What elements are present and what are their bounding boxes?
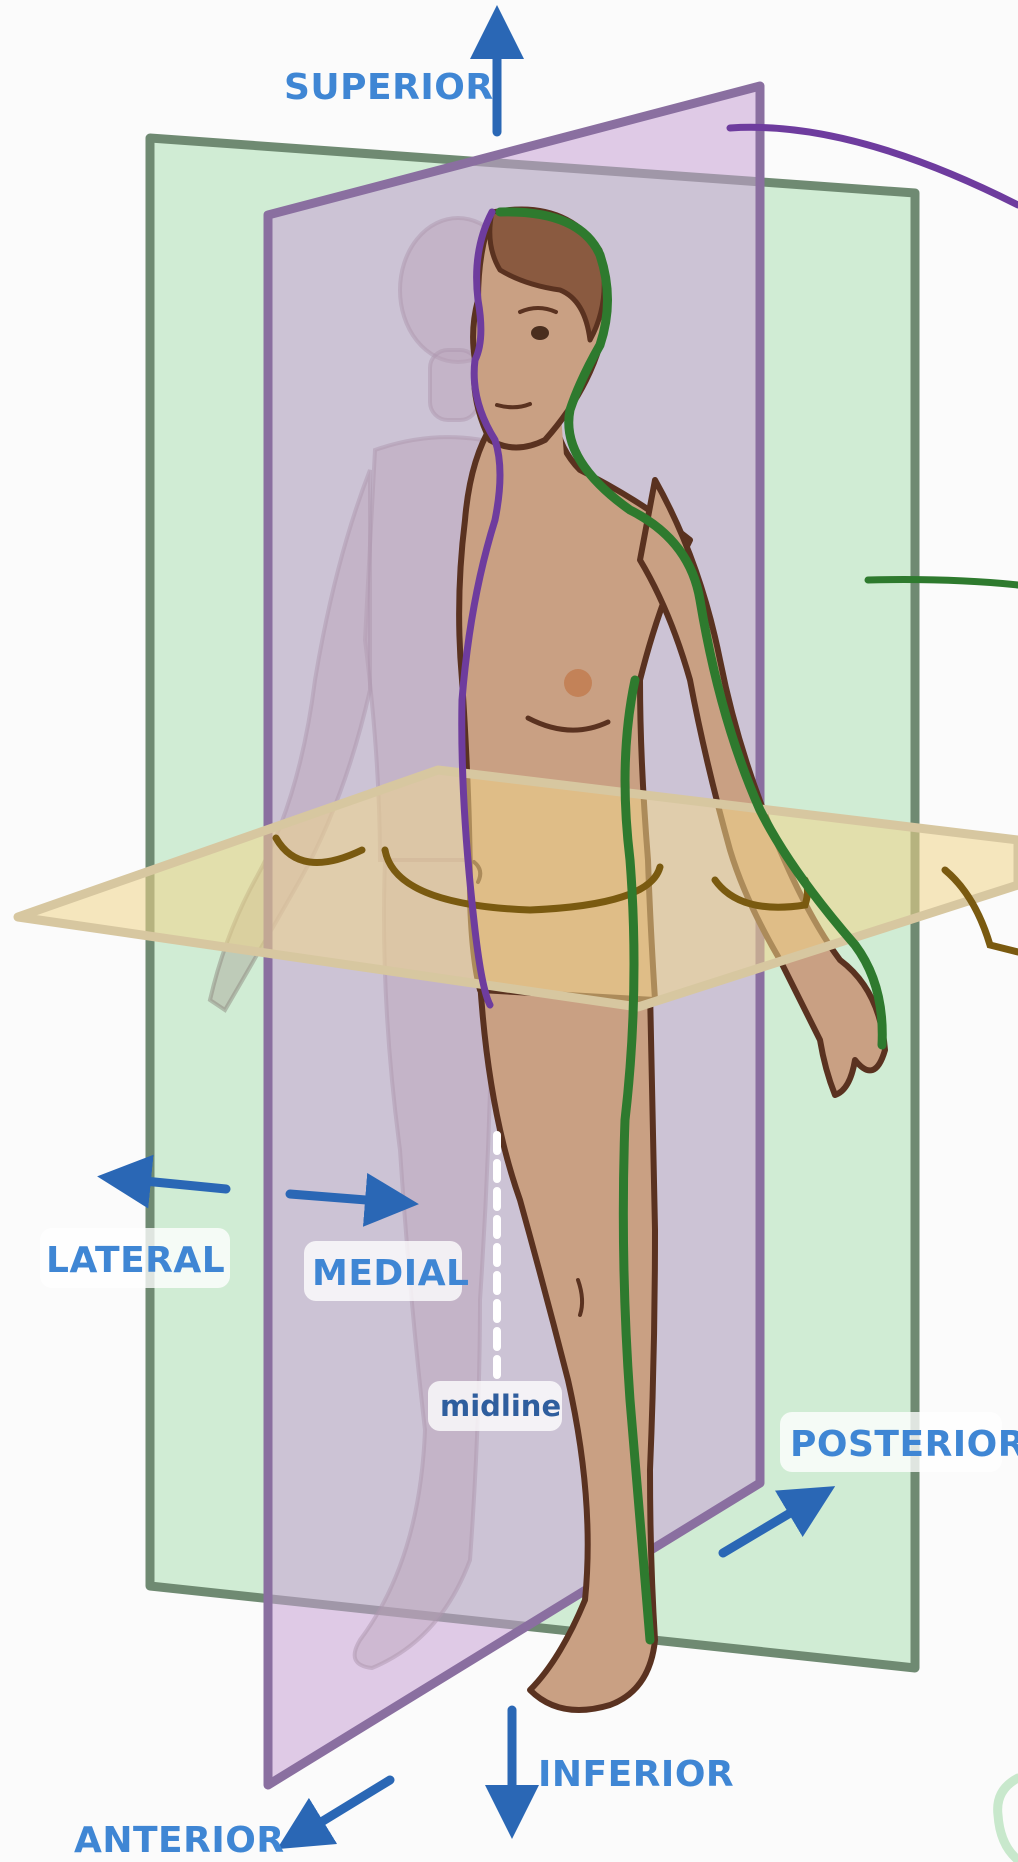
anterior-label: ANTERIOR (74, 1820, 285, 1861)
superior-label: SUPERIOR (284, 67, 494, 108)
anterior-arrow-icon (300, 1780, 390, 1835)
inferior-label: INFERIOR (538, 1754, 734, 1795)
lateral-label: LATERAL (46, 1240, 225, 1281)
medial-label: MEDIAL (312, 1253, 470, 1294)
midline-label: midline (440, 1389, 561, 1423)
logo-partial-icon (998, 1778, 1018, 1860)
posterior-label: POSTERIOR (790, 1424, 1018, 1465)
